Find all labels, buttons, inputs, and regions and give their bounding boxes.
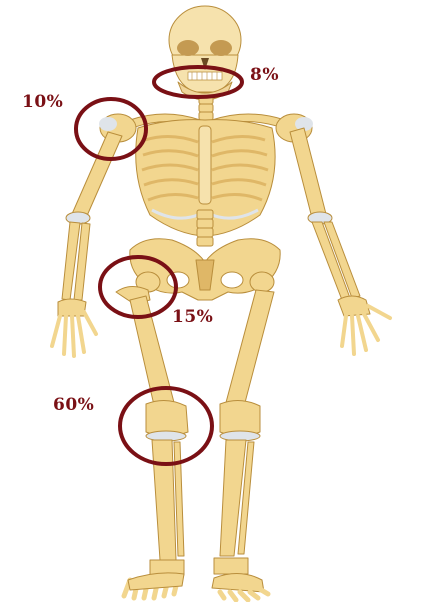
hip-percent-label: 15% bbox=[172, 307, 213, 327]
skull bbox=[169, 6, 241, 100]
knee-percent-label: 60% bbox=[53, 395, 94, 415]
right-arm bbox=[290, 128, 390, 354]
neck-vertebrae bbox=[199, 96, 213, 120]
right-leg bbox=[212, 272, 274, 600]
lumbar-spine bbox=[197, 210, 213, 246]
jaw-percent-label: 8% bbox=[250, 65, 279, 85]
left-arm bbox=[52, 132, 122, 356]
shoulder-percent-label: 10% bbox=[22, 92, 63, 112]
